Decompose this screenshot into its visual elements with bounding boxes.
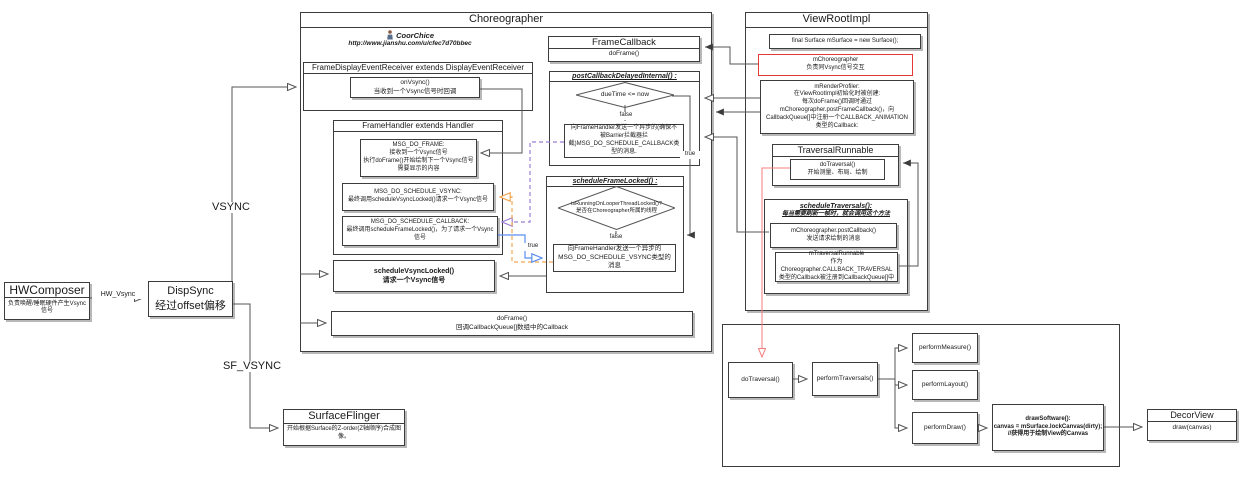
msg-do-frame-title: MSG_DO_FRAME: [392,142,445,149]
mchoreographer-box: mChoreographer 负责同Vsync信号交互 [758,54,913,76]
dispsync-title: DispSync [167,285,214,297]
framecallback-title: FrameCallback [549,37,699,50]
dispsync-box: DispSync 经过offset偏移 [148,281,233,317]
sfl-false-label: false [605,234,627,242]
connector-vsync [231,87,296,281]
duetime-cond: dueTime <= now [600,90,650,98]
hwcomposer-title: HWComposer [5,283,89,299]
msg-do-schedule-callback-title: MSG_DO_SCHEDULE_CALLBACK: [370,219,470,226]
schedule-traversals-title: scheduleTraversals(): [799,203,873,210]
post-callback-msg-box: 向FrameHandler发送一个异步的(确保不被Barrier拦截器拦截)MS… [564,124,684,158]
coorchice-logo: CoorChice http://www.jianshu.com/u/cfec7… [330,30,490,47]
decorview-title: DecorView [1148,410,1236,422]
looper-diamond: isRunningOnLooperThreadLocked()? 是否在Chor… [556,185,677,231]
drawsoftware-box: drawSoftware(): canvas = mSurface.lockCa… [992,404,1104,451]
post-callback-title: postCallbackDelayedInternal() : [550,72,699,83]
schedule-traversals-sub: 每当需要刷新一帧时，就会调用这个方法 [781,211,890,218]
duetime-diamond: dueTime <= now [575,81,675,109]
looper-cond: isRunningOnLooperThreadLocked()? 是否在Chor… [571,200,662,214]
performlayout-box: performLayout() [912,370,978,400]
framecallback-method: doFrame() [608,50,640,57]
msg-do-schedule-vsync-box: MSG_DO_SCHEDULE_VSYNC: 最终调用scheduleVsync… [342,183,494,211]
schedule-vsync-locked-box: scheduleVsyncLocked() 请求一个Vsync信号 [333,260,495,292]
msurface-box: final Surface mSurface = new Surface(); [769,34,921,49]
doframe-bottom-box: doFrame() 回调CallbackQueue[]数组中的Callback [331,311,693,336]
viewrootimpl-title: ViewRootImpl [746,13,927,28]
postcallback-box: mChoreographer.postCallback() 发送请求绘制的消息 [770,223,897,248]
surfaceflinger-title: SurfaceFlinger [284,410,404,425]
performmeasure-box: performMeasure() [912,333,978,363]
schedule-frame-msg-box: 向FrameHandler发送一个异步的MSG_DO_SCHEDULE_VSYN… [553,244,676,272]
msg-do-schedule-vsync-desc: 最终调用scheduleVsyncLocked()请求一个Vsync信号 [347,197,489,203]
choreographer-title: Choreographer [301,13,711,28]
framehandler-title: FrameHandler extends Handler [334,121,502,132]
author-name: CoorChice [396,31,434,40]
mrenderprofiler-title: mRenderProfiler: [814,83,860,90]
receiver-title: FrameDisplayEventReceiver extends Displa… [304,63,532,74]
pcdi-true-label: true [680,151,700,159]
surfaceflinger-desc: 开始根据Surface的Z-order(Z轴顺序)合成图像。 [286,425,401,440]
hwcomposer-box: HWComposer 负责唤醒/睡眠硬件产生Vsync信号 [4,282,90,320]
performtraversals-box: performTraversals() [812,362,878,396]
framecallback-box: FrameCallback doFrame() [548,36,700,62]
mtraversalrunnable-box: mTraversalRunnable 作为Choreographer.CALLB… [775,251,898,282]
hwcomposer-desc: 负责唤醒/睡眠硬件产生Vsync信号 [7,300,86,315]
msg-do-schedule-vsync-title: MSG_DO_SCHEDULE_VSYNC: [374,189,462,196]
sf-vsync-label: SF_VSYNC [220,361,284,372]
author-url: http://www.jianshu.com/u/cfec7d70bbec [348,40,472,47]
msg-do-frame-box: MSG_DO_FRAME: 接收到一个Vsync信号 执行doFrame()开始… [360,139,477,177]
msg-do-schedule-callback-box: MSG_DO_SCHEDULE_CALLBACK: 最终调用scheduleFr… [342,216,498,246]
dotraversal-box: doTraversal() [728,362,793,398]
msg-do-frame-desc: 接收到一个Vsync信号 执行doFrame()开始绘制下一个Vsync信号需要… [363,150,474,172]
msg-do-schedule-callback-desc: 最终调用scheduleFrameLocked()，为了请求一个Vsync信号 [346,227,494,241]
dispsync-subtitle: 经过offset偏移 [155,300,226,312]
surfaceflinger-box: SurfaceFlinger 开始根据Surface的Z-order(Z轴顺序)… [283,409,405,446]
dotraversal-inner-box: doTraversal() 开始测量、布局、绘制 [790,159,885,180]
decorview-box: DecorView draw(canvas) [1147,409,1237,441]
onvsync-box: onVsync() 当收到一个Vsync信号时回调 [350,77,480,98]
traversal-runnable-title: TraversalRunnable [773,145,898,157]
hw-vsync-label: HW_Vsync [92,290,144,300]
coorchice-person-icon [387,30,393,40]
mrenderprofiler-desc: 在ViewRootImpl初始化时被创建: 每次doFrame()回调时通过mC… [766,91,908,129]
performdraw-box: performDraw() [912,412,978,444]
pcdi-false-label: false [615,112,637,120]
mrenderprofiler-box: mRenderProfiler: 在ViewRootImpl初始化时被创建: 每… [760,80,914,134]
decorview-method: draw(canvas) [1172,424,1212,432]
vsync-label: VSYNC [206,202,256,213]
sfl-true-label: true [522,243,544,251]
